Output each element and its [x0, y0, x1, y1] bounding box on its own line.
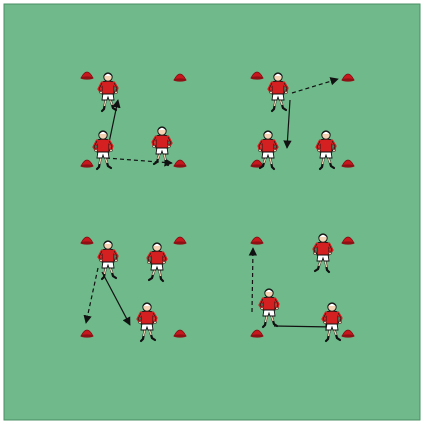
pitch [4, 4, 420, 420]
